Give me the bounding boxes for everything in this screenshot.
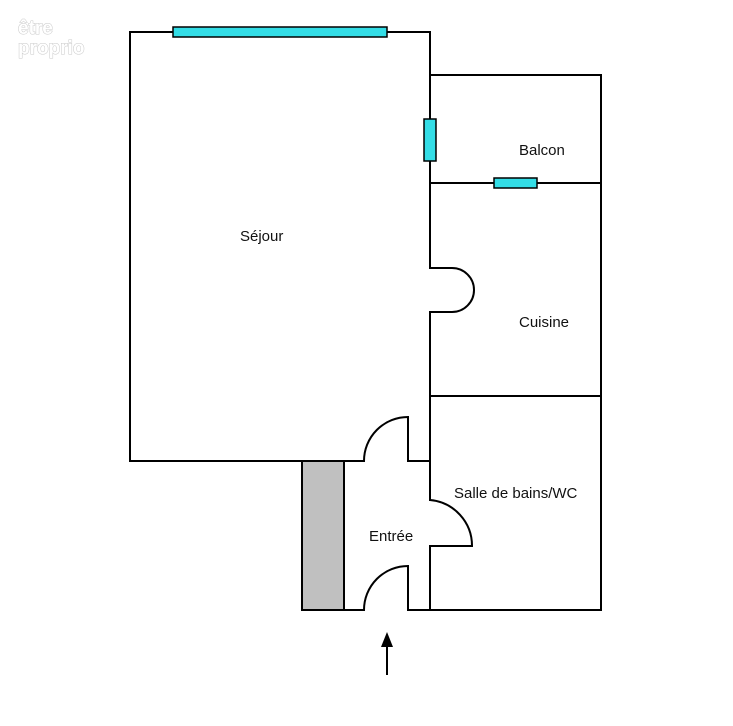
watermark-logo: être proprio	[18, 18, 86, 60]
balcon-walls	[429, 74, 602, 611]
closet	[301, 460, 345, 611]
sejour-balcon-window	[423, 118, 437, 162]
sejour-door	[363, 415, 409, 462]
room-label-cuisine: Cuisine	[519, 314, 569, 331]
room-label-sejour: Séjour	[240, 228, 283, 245]
balcon-cuisine-window	[493, 177, 538, 189]
room-label-balcon: Balcon	[519, 142, 565, 159]
sejour-window	[172, 26, 388, 38]
room-label-entree: Entrée	[369, 528, 413, 545]
entrance-door	[363, 564, 409, 611]
room-label-salle-de-bains: Salle de bains/WC	[454, 485, 578, 502]
doors	[363, 267, 475, 611]
watermark-line-1: être	[18, 18, 53, 39]
windows	[172, 26, 538, 189]
watermark-line-2: proprio	[18, 38, 85, 59]
bain-door	[429, 499, 474, 547]
sejour-walls	[129, 31, 303, 462]
cuisine-door	[430, 267, 475, 313]
entrance-arrow-icon	[381, 632, 393, 675]
